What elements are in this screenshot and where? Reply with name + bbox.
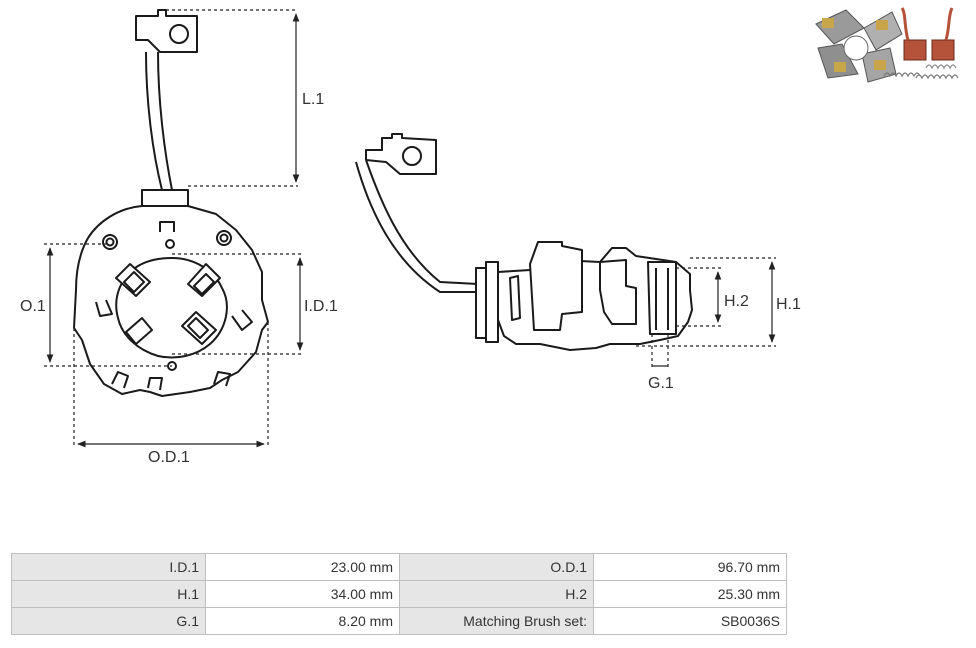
spec-value: 23.00 mm	[205, 553, 400, 581]
spec-label: H.1	[11, 580, 206, 608]
side-terminal-tab	[365, 133, 437, 175]
dim-label-od1: O.D.1	[148, 449, 190, 466]
dim-label-id1: I.D.1	[304, 298, 338, 315]
center-bore	[115, 257, 228, 359]
spec-label: H.2	[399, 580, 594, 608]
plate-outline	[73, 205, 269, 397]
side-view-dimensions	[636, 257, 776, 370]
table-row: G.1 8.20 mm Matching Brush set: SB0036S	[11, 607, 787, 635]
table-row: I.D.1 23.00 mm O.D.1 96.70 mm	[11, 553, 787, 581]
specs-table: I.D.1 23.00 mm O.D.1 96.70 mm H.1 34.00 …	[11, 553, 787, 635]
spec-value: 34.00 mm	[205, 580, 400, 608]
spec-value: 25.30 mm	[593, 580, 787, 608]
spec-value: SB0036S	[593, 607, 787, 635]
brush-holder-photo-icon	[815, 7, 959, 83]
front-view-dimensions	[44, 9, 304, 448]
dim-label-g1: G.1	[648, 375, 674, 392]
spec-value: 8.20 mm	[205, 607, 400, 635]
spec-label: I.D.1	[11, 553, 206, 581]
dim-label-h2: H.2	[724, 293, 749, 310]
lead-wire	[145, 51, 173, 191]
terminal-hole	[169, 24, 189, 44]
front-view	[73, 9, 269, 397]
spec-label: G.1	[11, 607, 206, 635]
spec-label: Matching Brush set:	[399, 607, 594, 635]
wire-ferrule	[141, 189, 189, 207]
side-view	[355, 133, 693, 351]
spec-value: 96.70 mm	[593, 553, 787, 581]
dim-label-l1: L.1	[302, 91, 324, 108]
dim-label-h1: H.1	[776, 296, 801, 313]
technical-drawing: L.1 O.1 I.D.1 O.D.1 H.2 H.1 G.1	[20, 9, 801, 466]
dim-label-o1: O.1	[20, 298, 46, 315]
terminal-tab	[135, 9, 198, 53]
spec-label: O.D.1	[399, 553, 594, 581]
table-row: H.1 34.00 mm H.2 25.30 mm	[11, 580, 787, 608]
side-lead-wire	[355, 159, 479, 293]
side-brush-box	[647, 261, 677, 335]
